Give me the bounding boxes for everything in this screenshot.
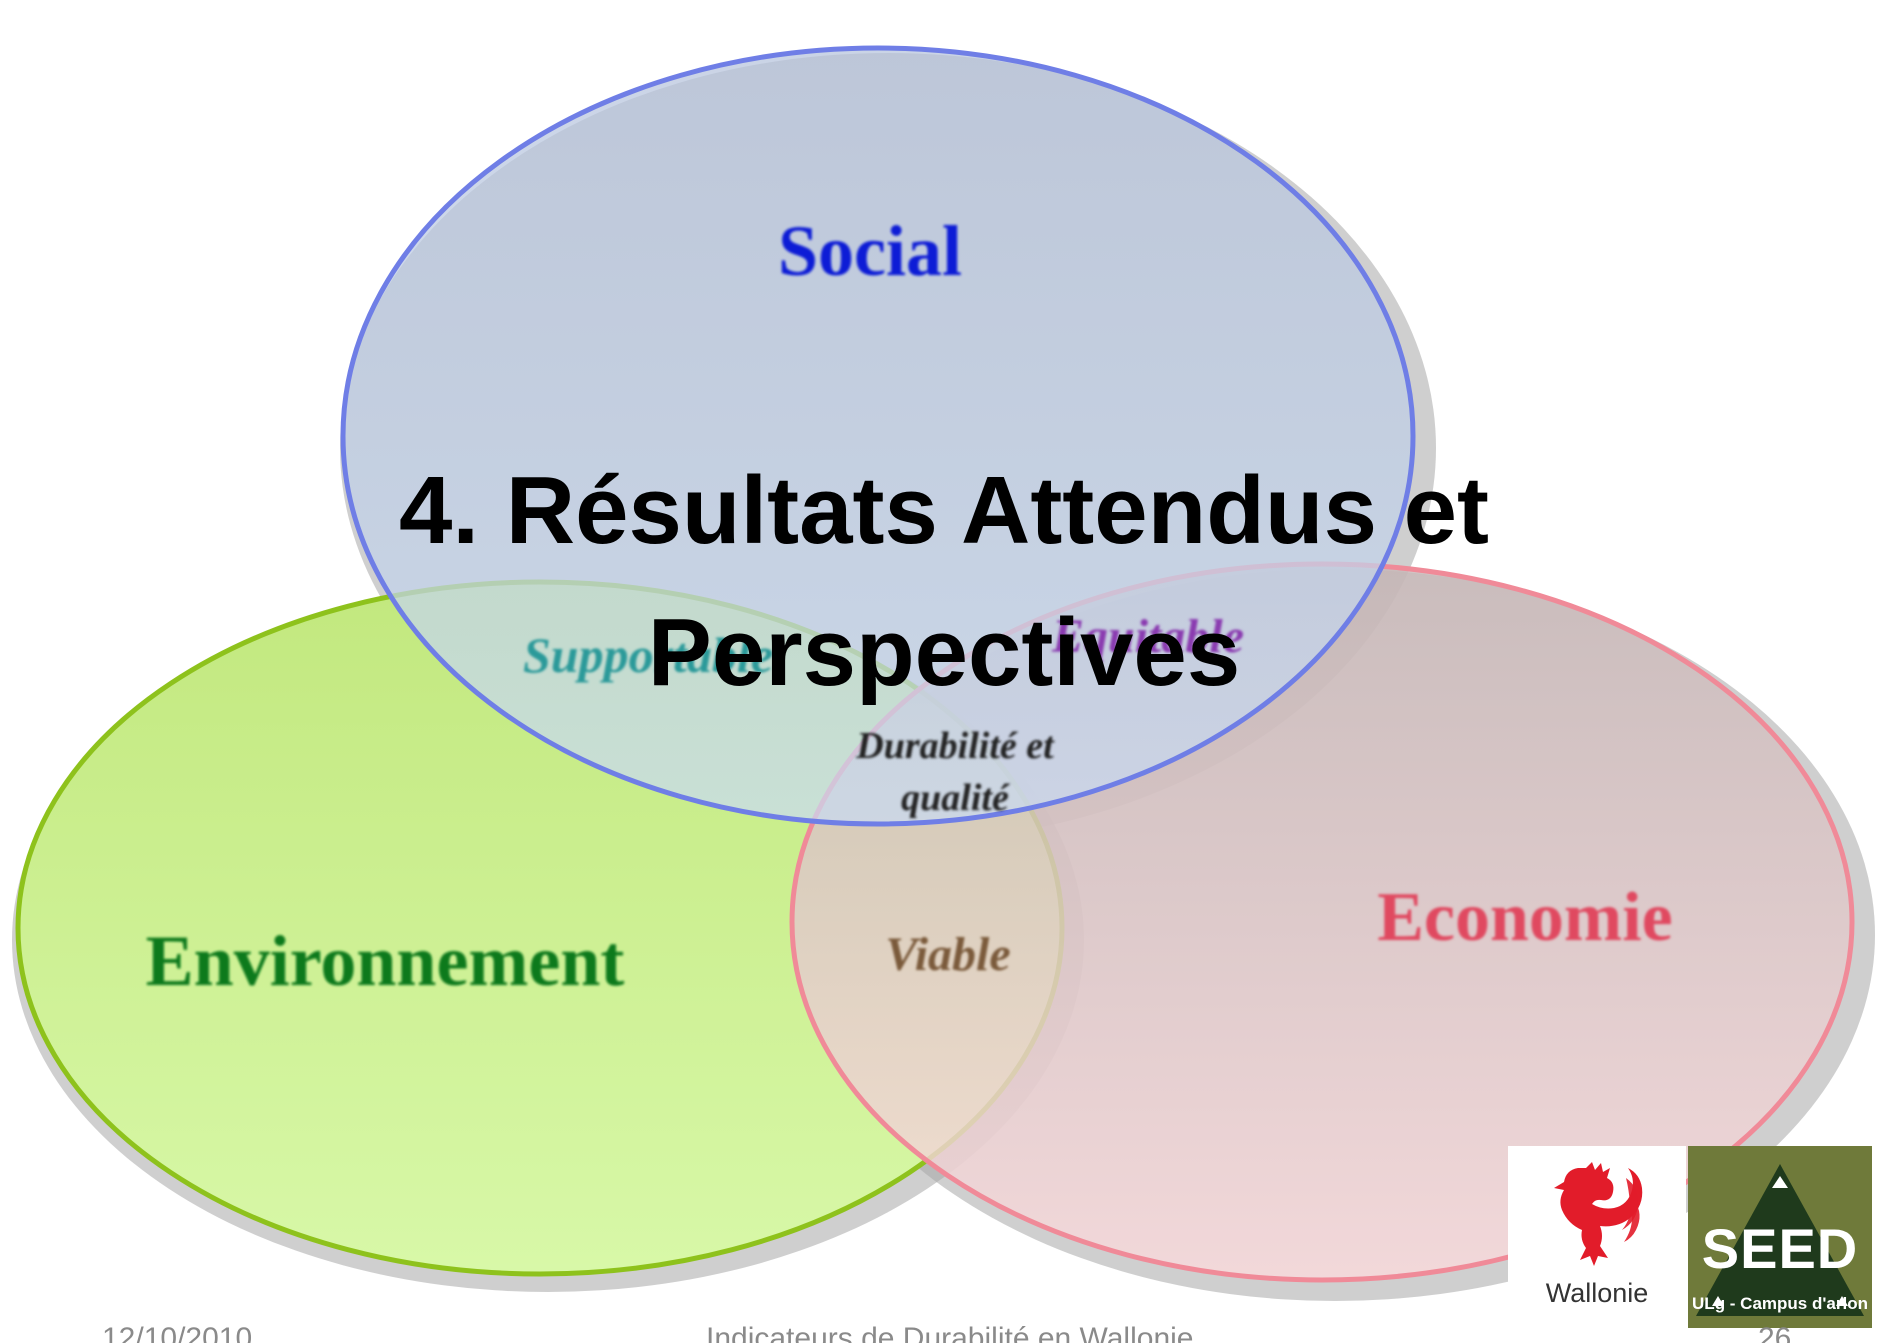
center-label-line2: qualité: [901, 777, 1010, 819]
footer-center-text: Indicateurs de Durabilité en Wallonie: [706, 1322, 1194, 1343]
supportable-label: Supportable: [523, 627, 773, 683]
social-label: Social: [778, 211, 962, 291]
center-label-line1: Durabilité et: [855, 725, 1055, 767]
wallonie-logo: Wallonie: [1508, 1146, 1686, 1328]
seed-subtitle: ULg - Campus d'arlon: [1692, 1294, 1868, 1313]
wallonie-wordmark: Wallonie: [1545, 1278, 1649, 1308]
social-circle: [340, 45, 1416, 827]
footer-date: 12/10/2010: [102, 1322, 253, 1343]
environment-label: Environnement: [146, 921, 625, 1001]
slide-title-line2: Perspectives: [647, 599, 1241, 706]
triangle-icon: [1696, 1164, 1864, 1316]
footer-page-number: 26: [1758, 1322, 1792, 1343]
seed-logo: SEED ULg - Campus d'arlon: [1688, 1146, 1872, 1328]
seed-wordmark: SEED: [1701, 1217, 1859, 1280]
slide-title: 4. Résultats Attendus et Perspectives: [244, 440, 1644, 724]
viable-label: Viable: [885, 928, 1010, 981]
economy-label: Economie: [1377, 879, 1673, 956]
rooster-icon: [1554, 1162, 1643, 1266]
equitable-label: Equitable: [1051, 610, 1244, 663]
slide-title-line1: 4. Résultats Attendus et: [399, 457, 1489, 564]
